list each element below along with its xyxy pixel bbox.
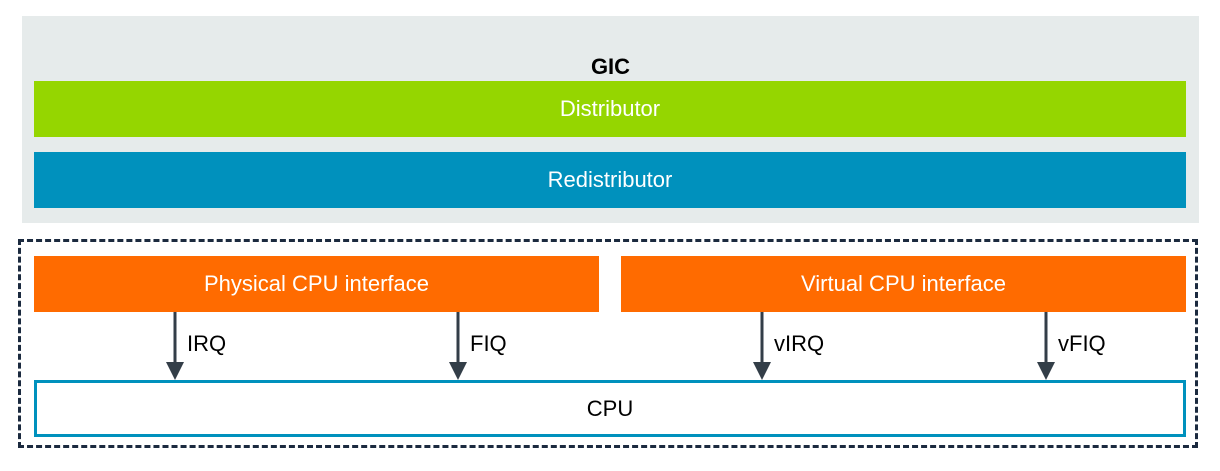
virq-arrow-icon bbox=[753, 312, 771, 380]
cpu-domain-boundary bbox=[18, 239, 1198, 448]
physical-cpu-interface-label: Physical CPU interface bbox=[204, 271, 429, 296]
virq-signal: vIRQ bbox=[752, 312, 902, 380]
redistributor-block: Redistributor bbox=[34, 152, 1186, 208]
gic-title: GIC bbox=[590, 54, 631, 79]
virtual-cpu-interface-label: Virtual CPU interface bbox=[800, 271, 1006, 296]
virtual-cpu-interface-block: Virtual CPU interface bbox=[621, 256, 1186, 312]
vfiq-signal: vFIQ bbox=[1036, 312, 1186, 380]
distributor-label: Distributor bbox=[559, 96, 661, 121]
virq-label: vIRQ bbox=[774, 331, 825, 356]
redistributor-label: Redistributor bbox=[547, 167, 673, 192]
cpu-label: CPU bbox=[586, 395, 634, 421]
fiq-signal: FIQ bbox=[448, 312, 598, 380]
fiq-arrow-icon bbox=[449, 312, 467, 380]
vfiq-arrow-icon bbox=[1037, 312, 1055, 380]
cpu-block: CPU bbox=[34, 380, 1186, 437]
irq-label: IRQ bbox=[187, 331, 227, 356]
physical-cpu-interface-block: Physical CPU interface bbox=[34, 256, 599, 312]
irq-signal: IRQ bbox=[165, 312, 315, 380]
fiq-label: FIQ bbox=[470, 331, 507, 356]
distributor-block: Distributor bbox=[34, 81, 1186, 137]
irq-arrow-icon bbox=[166, 312, 184, 380]
vfiq-label: vFIQ bbox=[1058, 331, 1106, 356]
